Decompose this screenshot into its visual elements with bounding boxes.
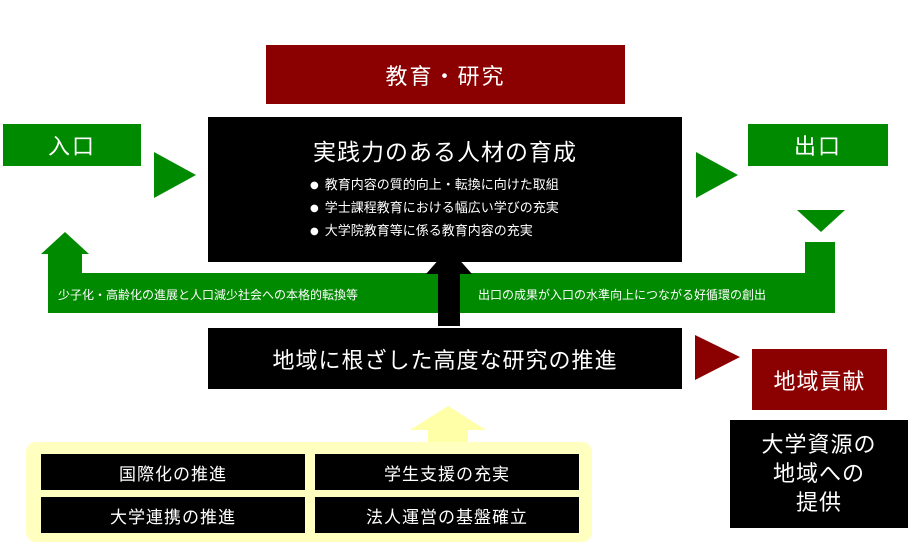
- education-research-title: 教育・研究: [266, 45, 625, 104]
- contribution-right-arrow: [695, 335, 740, 380]
- foundation-item-university-collaboration: 大学連携の推進: [41, 497, 305, 533]
- core-bullet-item: 学士課程教育における幅広い学びの充実: [310, 198, 559, 221]
- core-bullet-item: 教育内容の質的向上・転換に向けた取組: [310, 175, 559, 198]
- entrance-label: 入口: [47, 135, 96, 160]
- research-up-arrow-shaft: [438, 262, 460, 326]
- resources-box: 大学資源の 地域への 提供: [730, 420, 908, 528]
- exit-label: 出口: [793, 135, 842, 160]
- core-bullet-item: 大学院教育等に係る教育内容の充実: [310, 221, 559, 244]
- loop-left-label: 少子化・高齢化の進展と人口減少社会への本格的転換等: [58, 288, 359, 302]
- resources-line: 提供: [795, 490, 842, 516]
- foundation-item-label: 国際化の推進: [119, 464, 227, 485]
- core-title: 実践力のある人材の育成: [313, 140, 577, 166]
- left-up-arrow-head: [41, 232, 89, 254]
- exit-box: 出口: [748, 124, 888, 166]
- foundation-item-label: 学生支援の充実: [384, 464, 510, 485]
- research-label: 地域に根ざした高度な研究の推進: [272, 348, 618, 374]
- right-down-arrow-head: [797, 210, 845, 232]
- foundation-item-corporate-management: 法人運営の基盤確立: [315, 497, 579, 533]
- foundation-item-label: 大学連携の推進: [110, 507, 236, 528]
- foundation-item-label: 法人運営の基盤確立: [366, 507, 528, 528]
- research-box: 地域に根ざした高度な研究の推進: [208, 328, 682, 389]
- foundation-up-arrow-head: [410, 406, 486, 430]
- loop-right-label: 出口の成果が入口の水準向上につながる好循環の創出: [478, 288, 767, 302]
- foundation-up-arrow-shaft: [428, 427, 468, 445]
- exit-right-arrow: [696, 152, 738, 198]
- left-up-arrow-shaft: [48, 252, 82, 292]
- resources-line: 地域への: [772, 461, 865, 487]
- right-connector-shaft: [805, 242, 835, 282]
- resources-line: 大学資源の: [761, 432, 877, 458]
- core-bullet-list: 教育内容の質的向上・転換に向けた取組 学士課程教育における幅広い学びの充実 大学…: [310, 175, 559, 244]
- contribution-box: 地域貢献: [752, 349, 887, 410]
- foundation-item-student-support: 学生支援の充実: [315, 454, 579, 490]
- education-research-title-text: 教育・研究: [385, 64, 506, 90]
- contribution-label: 地域貢献: [773, 369, 866, 395]
- foundation-item-internationalization: 国際化の推進: [41, 454, 305, 490]
- entrance-box: 入口: [3, 124, 141, 166]
- entrance-right-arrow: [154, 152, 196, 198]
- core-box: 実践力のある人材の育成 教育内容の質的向上・転換に向けた取組 学士課程教育におけ…: [208, 117, 682, 262]
